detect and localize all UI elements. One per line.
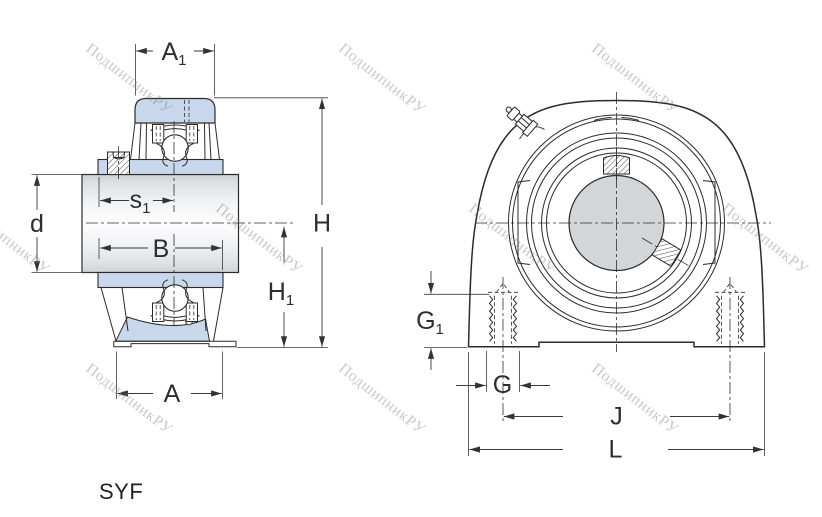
label-h1: H1: [268, 278, 294, 309]
seal-top-right: [181, 143, 194, 167]
side-section-view: [81, 97, 293, 348]
inner-ring-right: [185, 124, 198, 144]
designation-label: SYF: [99, 479, 143, 504]
side-view-centerlines: [86, 121, 293, 326]
base-threaded-hole-left: [487, 277, 519, 422]
inner-ring-left-bottom: [152, 302, 165, 322]
label-s1: s1: [130, 186, 151, 217]
seat-arc-left: [593, 117, 612, 121]
seat-arc-right: [621, 117, 640, 121]
insertion-slot-left: [517, 180, 531, 265]
housing-foot-section: [115, 316, 211, 342]
dimension-b: B: [98, 235, 223, 270]
dimension-g: G: [456, 351, 550, 399]
label-a1: A1: [161, 38, 186, 69]
inner-ring-left: [152, 124, 165, 144]
seal-bottom-right: [181, 279, 194, 303]
bearing-top: [150, 124, 200, 167]
dimension-d: d: [30, 174, 96, 273]
dimension-h: H: [214, 97, 331, 349]
housing-cap-section: [134, 97, 216, 124]
label-g1: G1: [416, 307, 444, 338]
dimension-g1: G1: [416, 271, 489, 370]
label-b: B: [153, 235, 170, 263]
housing-flank-bottom: [100, 287, 224, 342]
insertion-slot-right: [702, 180, 716, 265]
dimension-j: J: [503, 403, 730, 431]
dimension-a1: A1: [135, 38, 215, 96]
dimension-a: A: [116, 351, 223, 408]
label-j: J: [610, 403, 623, 431]
label-g: G: [493, 371, 512, 399]
label-a: A: [164, 380, 181, 408]
ball-top: [161, 134, 189, 162]
dimension-l: L: [468, 352, 765, 464]
label-h: H: [313, 210, 331, 238]
inner-ring-right-bottom: [185, 302, 198, 322]
foot-base: [113, 340, 237, 348]
grease-fitting: [505, 106, 545, 140]
set-screw-side-view: [107, 146, 130, 181]
set-screw-front-angled: [641, 237, 691, 267]
grease-duct-hidden: [184, 100, 190, 122]
seal-bottom-left: [156, 279, 169, 303]
label-d: d: [30, 210, 44, 238]
base-threaded-hole-right: [714, 277, 746, 422]
shaft: [81, 173, 240, 274]
bearing-bottom: [150, 279, 200, 322]
inner-ring-collar-bottom: [97, 271, 224, 289]
front-view-centerlines: [475, 92, 771, 352]
seal-top-left: [156, 143, 169, 167]
front-view: [467, 92, 771, 422]
housing-flank-top: [130, 122, 220, 160]
ball-bottom: [161, 284, 189, 312]
dimension-h1: H1: [268, 226, 294, 347]
dimension-s1: s1: [98, 177, 173, 217]
label-l: L: [609, 436, 623, 464]
